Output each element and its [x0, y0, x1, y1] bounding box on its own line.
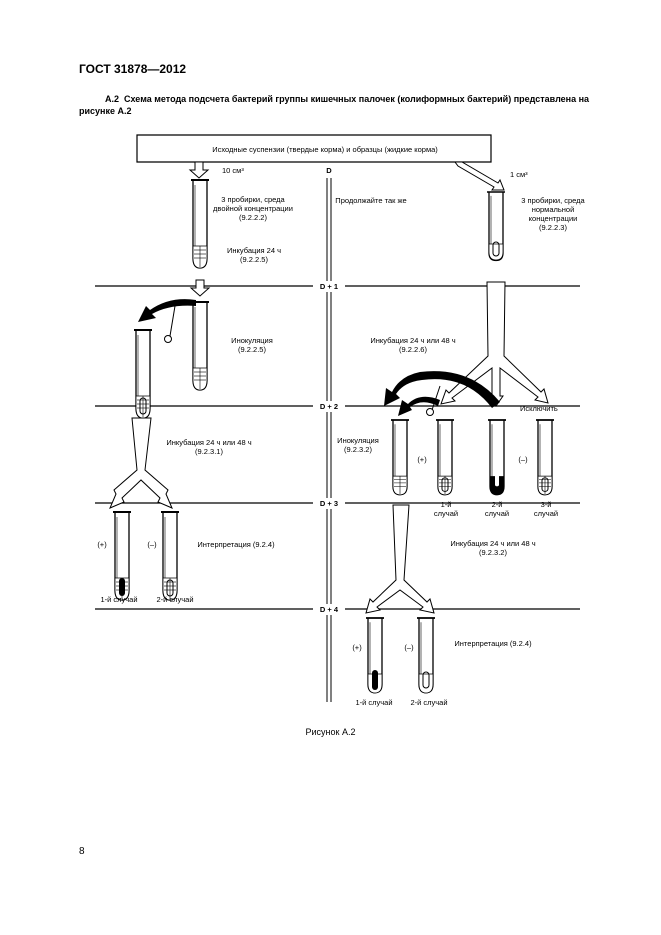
right-curved-arrow-1-icon	[384, 371, 500, 408]
right-case1b-tube	[365, 617, 385, 694]
right-case2b-tube	[416, 617, 436, 694]
right-tubes-note-3: концентрации	[529, 214, 578, 223]
right-tube-1	[486, 191, 506, 262]
day-label-d3: D + 3	[320, 499, 338, 508]
left-down-arrow-2-icon	[190, 279, 210, 297]
right-lower-split-arrow-icon	[365, 504, 435, 614]
left-minus: (–)	[147, 540, 157, 549]
right-minus-2: (–)	[404, 643, 414, 652]
right-tubes-note-2: нормальной	[532, 205, 575, 214]
right-case2-tube	[487, 419, 507, 496]
left-incubation-2a: Инкубация 24 ч или 48 ч	[166, 438, 251, 447]
left-tubes-note-3: (9.2.2.2)	[239, 213, 267, 222]
left-case1-tube	[112, 511, 132, 601]
right-inoculation-2: (9.2.3.2)	[344, 445, 372, 454]
right-plus: (+)	[417, 455, 427, 464]
right-plus-2: (+)	[352, 643, 362, 652]
left-tubes-note-2: двойной концентрации	[213, 204, 293, 213]
right-case3-b: случай	[534, 509, 558, 518]
right-case1b: 1-й случай	[355, 698, 392, 707]
left-case2-tube	[160, 511, 180, 601]
top-box-text: Исходные суспензии (твердые корма) и обр…	[212, 145, 438, 154]
page-number: 8	[79, 846, 85, 857]
left-tubes-note-1: 3 пробирки, среда	[221, 195, 285, 204]
top-box: Исходные суспензии (твердые корма) и обр…	[136, 134, 492, 163]
right-loop-icon	[426, 408, 434, 416]
right-incubation-2b: (9.2.3.2)	[479, 548, 507, 557]
intro-number: А.2	[105, 94, 120, 104]
right-tube-2	[390, 419, 410, 496]
day-label-d2: D + 2	[320, 402, 338, 411]
left-inoculation-2: (9.2.2.5)	[238, 345, 266, 354]
right-case2-b: случай	[485, 509, 509, 518]
left-interpretation: Интерпретация (9.2.4)	[197, 540, 275, 549]
right-case1-b: случай	[434, 509, 458, 518]
right-case1-a: 1-й	[441, 500, 452, 509]
day-label-d4: D + 4	[320, 605, 339, 614]
left-incubation-1b: (9.2.2.5)	[240, 255, 268, 264]
right-case1-tube	[435, 419, 455, 496]
intro-paragraph: А.2 Схема метода подсчета бактерий групп…	[79, 93, 599, 117]
right-case3-a: 3-й	[541, 500, 552, 509]
right-incubation-1b: (9.2.2.6)	[399, 345, 427, 354]
right-diagonal-arrow-icon	[454, 161, 505, 191]
left-split-arrow-icon	[109, 417, 173, 509]
document-header: ГОСТ 31878—2012	[79, 62, 187, 76]
left-loop-icon	[164, 335, 172, 343]
right-minus: (–)	[518, 455, 528, 464]
center-note: Продолжайте так же	[335, 196, 406, 205]
left-curved-arrow-icon	[138, 299, 196, 322]
left-tube-3	[133, 329, 153, 419]
right-volume: 1 см³	[510, 170, 528, 179]
right-interpretation: Интерпретация (9.2.4)	[454, 639, 532, 648]
day-label-d: D	[326, 166, 332, 175]
left-plus: (+)	[97, 540, 107, 549]
intro-text: Схема метода подсчета бактерий группы ки…	[79, 94, 590, 116]
right-curved-arrow-2-icon	[398, 396, 440, 416]
right-case2b: 2-й случай	[410, 698, 447, 707]
right-split-arrow-icon	[440, 281, 549, 407]
right-incubation-2a: Инкубация 24 ч или 48 ч	[450, 539, 535, 548]
left-down-arrow-icon	[189, 161, 209, 179]
left-case1: 1-й случай	[100, 595, 137, 604]
right-case2-a: 2-й	[492, 500, 503, 509]
left-incubation-1a: Инкубация 24 ч	[227, 246, 281, 255]
right-tubes-note-4: (9.2.2.3)	[539, 223, 567, 232]
left-incubation-2b: (9.2.3.1)	[195, 447, 223, 456]
day-label-d1: D + 1	[320, 282, 338, 291]
left-case2: 2-й случай	[156, 595, 193, 604]
right-exclude: Исключить	[520, 404, 558, 413]
left-tube-1	[190, 179, 210, 269]
right-incubation-1a: Инкубация 24 ч или 48 ч	[370, 336, 455, 345]
left-inoculation-1: Инокуляция	[231, 336, 273, 345]
right-tubes-note-1: 3 пробирки, среда	[521, 196, 585, 205]
left-volume: 10 см³	[222, 166, 244, 175]
right-case3-tube	[535, 419, 555, 496]
left-tube-2	[190, 301, 210, 391]
figure-caption: Рисунок А.2	[305, 727, 356, 737]
right-inoculation-1: Инокуляция	[337, 436, 379, 445]
